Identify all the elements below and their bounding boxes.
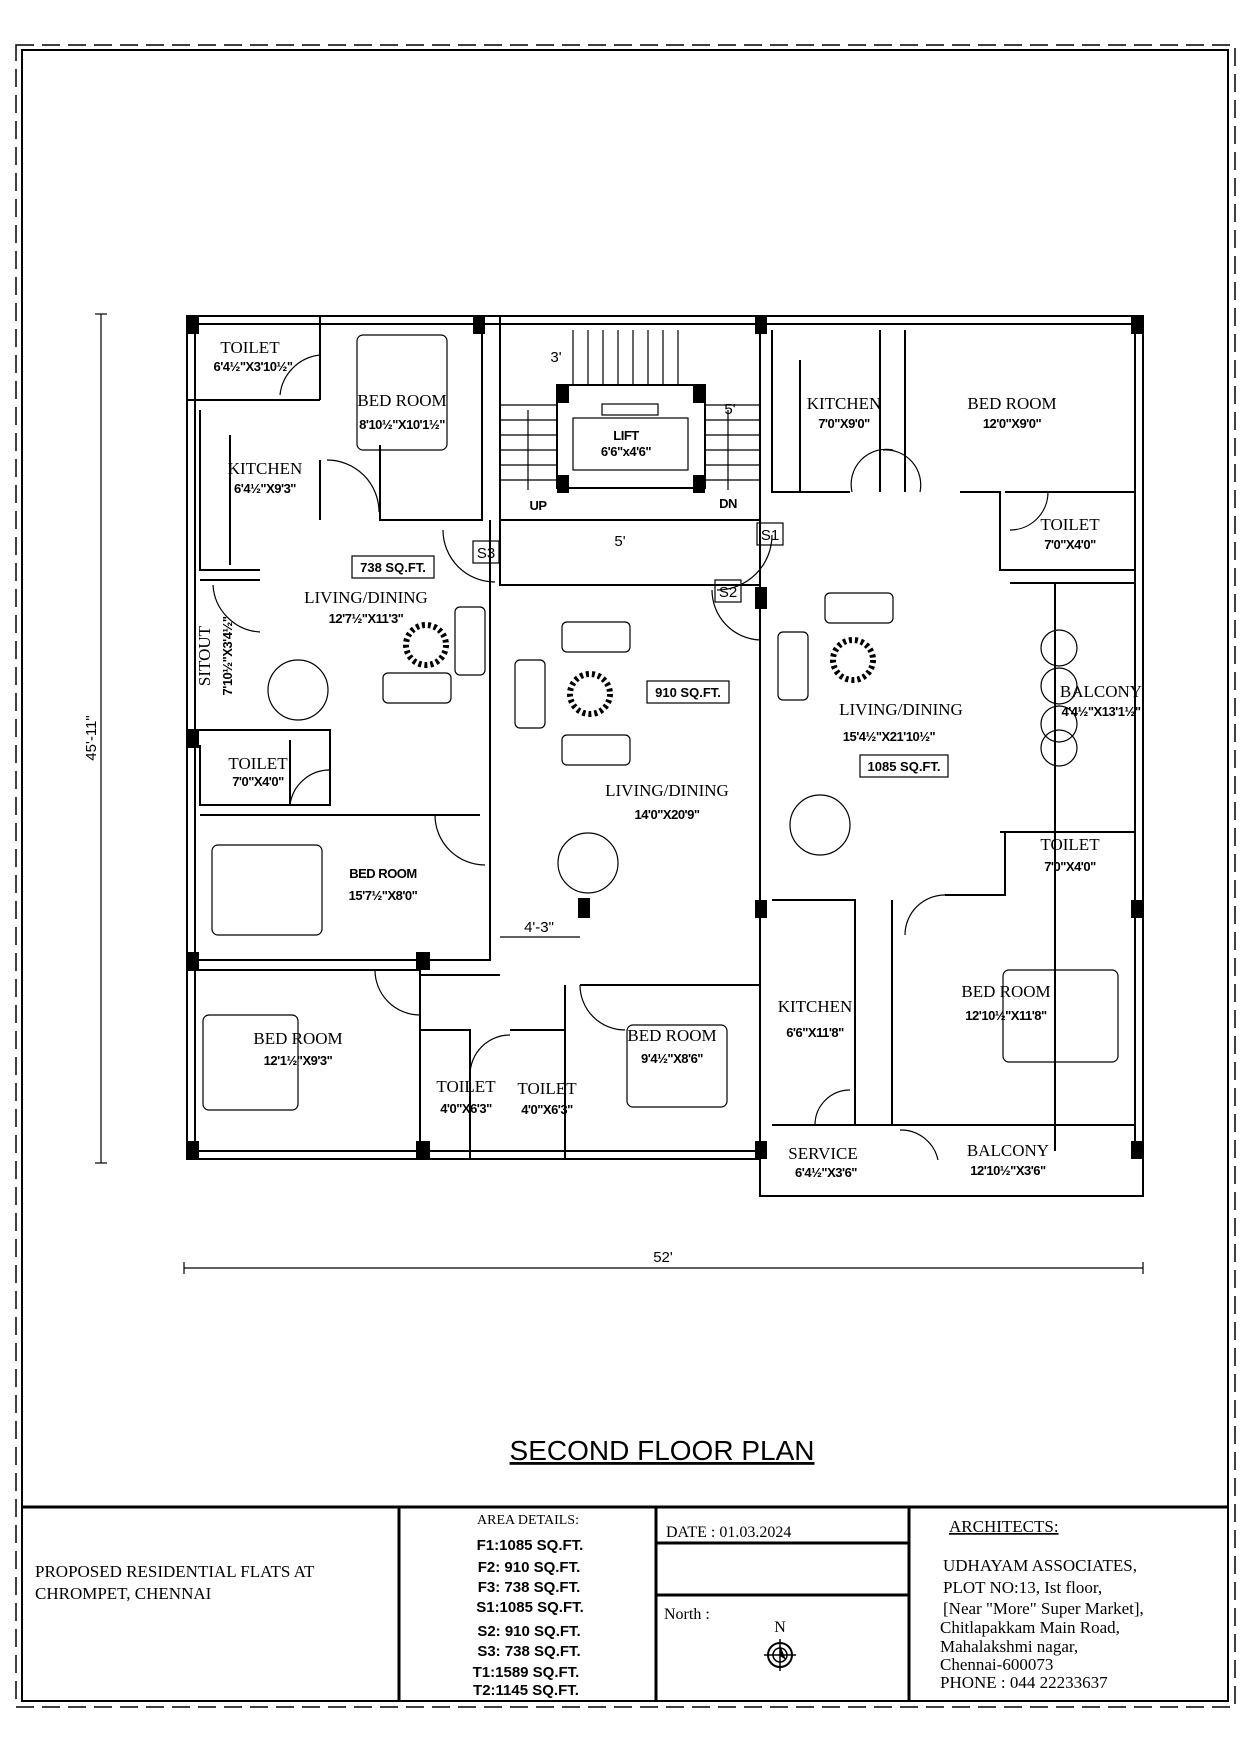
svg-text:910 SQ.FT.: 910 SQ.FT. [655, 685, 721, 700]
stair-down-label: DN [719, 496, 737, 511]
area-detail: S3: 738 SQ.FT. [477, 1643, 580, 1660]
area-detail: F3: 738 SQ.FT. [478, 1579, 581, 1596]
svg-text:S1: S1 [761, 527, 779, 544]
area-detail: T2:1145 SQ.FT. [473, 1682, 579, 1699]
room-dims: 4'0"X6'3" [521, 1102, 573, 1117]
room-dims: 6'6"x4'6" [601, 444, 651, 459]
room-dims: 15'7½"X8'0" [349, 888, 418, 903]
room-name: BALCONY [1060, 682, 1142, 701]
room-name: TOILET [228, 754, 288, 773]
room-dims: 12'10½"X3'6" [970, 1163, 1046, 1178]
architect-line: Chitlapakkam Main Road, [940, 1618, 1120, 1637]
width-dimension: 52' [183, 1249, 1144, 1274]
room-name: BED ROOM [967, 394, 1056, 413]
flat-tag-s3: S3 [472, 540, 500, 564]
room-name: TOILET [1040, 835, 1100, 854]
sheet-frame [21, 49, 1229, 1702]
room-dims: 6'4½"X9'3" [234, 481, 296, 496]
room-name: TOILET [436, 1077, 496, 1096]
architect-line: [Near "More" Super Market], [943, 1599, 1144, 1618]
room-name: KITCHEN [228, 459, 303, 478]
flat-tag-s2: S2 [714, 579, 742, 603]
room-dims: 15'4½"X21'10½" [843, 729, 936, 744]
room-dims: 12'7½"X11'3" [329, 611, 404, 626]
dim-4-3: 4'-3" [524, 919, 554, 936]
room-dims: 7'0"X4'0" [232, 774, 284, 789]
area-detail: F2: 910 SQ.FT. [478, 1559, 581, 1576]
room-dims: 7'0"X4'0" [1044, 537, 1096, 552]
svg-text:738 SQ.FT.: 738 SQ.FT. [360, 560, 426, 575]
room-dims: 12'1½"X9'3" [264, 1053, 333, 1068]
room-name: BALCONY [967, 1141, 1049, 1160]
area-detail: F1:1085 SQ.FT. [477, 1537, 584, 1554]
room-dims: 7'0"X4'0" [1044, 859, 1096, 874]
room-name: LIVING/DINING [605, 781, 729, 800]
area-details-label: AREA DETAILS: [477, 1513, 579, 1528]
north-arrow-icon [764, 1639, 796, 1671]
date-label: DATE : 01.03.2024 [666, 1524, 791, 1541]
room-dims: 12'0"X9'0" [983, 416, 1042, 431]
area-detail: S2: 910 SQ.FT. [477, 1623, 580, 1640]
svg-text:1085 SQ.FT.: 1085 SQ.FT. [868, 759, 941, 774]
architect-line: UDHAYAM ASSOCIATES, [943, 1556, 1137, 1575]
room-dims: 7'0"X9'0" [818, 416, 870, 431]
room-dims: 6'4½"X3'6" [795, 1165, 857, 1180]
room-name: KITCHEN [778, 997, 853, 1016]
area-box-738: 738 SQ.FT. [351, 555, 435, 579]
room-name: LIVING/DINING [839, 700, 963, 719]
architect-line: Chennai-600073 [940, 1655, 1053, 1674]
room-name: LIFT [613, 428, 639, 443]
architects-label: ARCHITECTS: [949, 1517, 1059, 1536]
room-name: BED ROOM [357, 391, 446, 410]
height-dimension: 45'-11" [83, 313, 107, 1164]
door-swings [212, 354, 1049, 1161]
room-dims: 7'10½"X3'4½" [220, 616, 235, 695]
room-name: SERVICE [788, 1144, 857, 1163]
area-detail: T1:1589 SQ.FT. [473, 1664, 580, 1681]
stair-dim-5ft-right: 5' [724, 401, 735, 418]
room-name: LIVING/DINING [304, 588, 428, 607]
architect-line: PLOT NO:13, Ist floor, [943, 1578, 1102, 1597]
room-name: SITOUT [195, 625, 214, 686]
architect-line: Mahalakshmi nagar, [940, 1637, 1078, 1656]
furniture [202, 334, 1119, 1111]
room-dims: 6'4½"X3'10½" [213, 359, 292, 374]
room-dims: 12'10½"X11'8" [965, 1008, 1047, 1023]
architect-line: PHONE : 044 22233637 [940, 1673, 1108, 1692]
north-letter: N [774, 1619, 786, 1636]
room-dims: 6'6"X11'8" [786, 1025, 844, 1040]
north-label: North : [664, 1606, 710, 1623]
title-block: PROPOSED RESIDENTIAL FLATS AT CHROMPET, … [22, 1505, 1228, 1701]
stair-up-label: UP [529, 498, 547, 513]
area-detail: S1:1085 SQ.FT. [476, 1599, 584, 1616]
area-box-1085: 1085 SQ.FT. [859, 754, 949, 778]
room-name: TOILET [517, 1079, 577, 1098]
room-labels: TOILET 6'4½"X3'10½" BED ROOM 8'10½"X10'1½"… [195, 338, 1142, 1180]
room-dims: 9'4½"X8'6" [641, 1051, 703, 1066]
area-box-910: 910 SQ.FT. [646, 680, 730, 704]
room-name: BED ROOM [961, 982, 1050, 1001]
room-name: KITCHEN [807, 394, 882, 413]
width-dimension-label: 52' [653, 1249, 673, 1266]
flat-tag-s1: S1 [756, 522, 784, 546]
room-dims: 14'0"X20'9" [634, 807, 699, 822]
room-name: TOILET [1040, 515, 1100, 534]
walls [186, 315, 1144, 1197]
drawing-title: SECOND FLOOR PLAN [510, 1435, 815, 1466]
sheet-dashed-border [15, 44, 1236, 1708]
svg-text:S3: S3 [477, 545, 495, 562]
height-dimension-label: 45'-11" [83, 715, 100, 760]
stair-dim-5ft: 5' [614, 533, 625, 550]
room-dims: 4'0"X6'3" [440, 1101, 492, 1116]
room-name: BED ROOM [349, 866, 417, 881]
svg-text:S2: S2 [719, 584, 737, 601]
room-name: BED ROOM [253, 1029, 342, 1048]
project-name-line: PROPOSED RESIDENTIAL FLATS AT [35, 1562, 315, 1581]
room-dims: 8'10½"X10'1½" [359, 417, 445, 432]
room-name: TOILET [220, 338, 280, 357]
stair-dim-3ft: 3' [550, 349, 561, 366]
room-dims: 4'4½"X13'1½" [1061, 704, 1140, 719]
project-name-line: CHROMPET, CHENNAI [35, 1584, 212, 1603]
room-name: BED ROOM [627, 1026, 716, 1045]
